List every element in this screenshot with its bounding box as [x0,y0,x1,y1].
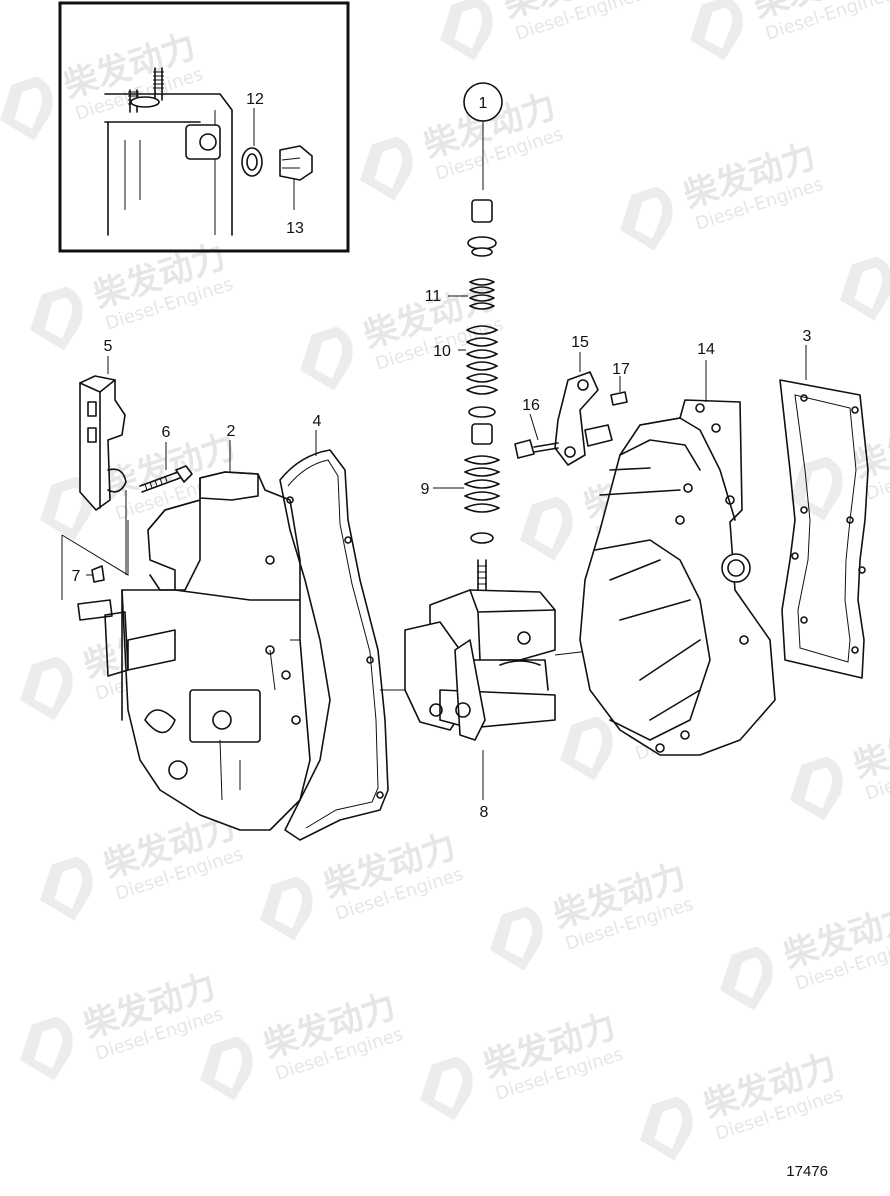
part-labels: 2 3 4 5 6 7 8 9 10 11 12 13 14 15 16 17 [72,91,812,821]
pin-part-7 [61,520,129,677]
label-8: 8 [480,804,489,821]
label-14: 14 [697,341,715,358]
watermark-logo-icon [20,1016,73,1081]
watermark-logo-icon [720,946,773,1011]
label-11: 11 [425,288,442,305]
watermark-text-cn: 柴发动力 [849,706,890,786]
label-15: 15 [571,334,589,351]
watermark-logo-icon [560,716,613,781]
watermark-logo-icon [790,456,843,521]
watermark-logo-icon [520,496,573,561]
watermark-logo-icon [640,1096,693,1161]
inset-detail [58,1,350,253]
label-4: 4 [313,413,322,430]
label-9: 9 [421,481,430,498]
watermark-logo-icon [360,136,413,201]
watermark-logo-icon [40,476,93,541]
label-2: 2 [227,423,236,440]
label-6: 6 [162,424,171,441]
watermark-logo-icon [690,0,743,61]
callout-circle: 1 [463,82,503,190]
watermark-logo-icon [20,656,73,721]
label-7: 7 [72,568,81,585]
watermark-logo-icon [420,1056,473,1121]
watermark-logo-icon [300,326,353,391]
watermark-logo-icon [200,1036,253,1101]
watermark-logo-icon [440,0,493,61]
label-10: 10 [433,343,451,360]
watermark-logo-icon [490,906,543,971]
watermark-logo-icon [40,856,93,921]
gasket-left [279,430,389,841]
watermark-logo-icon [790,756,843,821]
label-12: 12 [246,91,264,108]
figure-number: 17476 [786,1163,828,1180]
label-3: 3 [803,328,812,345]
gasket-right [779,345,869,679]
governor-housing-right [579,360,776,756]
label-13: 13 [286,220,304,237]
watermark-logo-icon [30,286,83,351]
governor-housing-left [121,440,311,831]
watermark-logo-icon [0,76,53,141]
lever-assembly [514,352,628,466]
watermark-logo-icon [260,876,313,941]
watermark-logo-icon [620,186,673,251]
watermark-layer: 柴发动力Diesel-Engines柴发动力Diesel-Engines柴发动力… [0,0,890,1161]
bolt-part-6 [139,442,193,493]
label-16: 16 [522,397,540,414]
flyweight-assembly [380,589,641,800]
watermark-logo-icon [840,256,890,321]
label-5: 5 [104,338,113,355]
spring-stack [433,199,500,601]
label-17: 17 [612,361,630,378]
callout-main-label: 1 [479,95,488,112]
bracket-part [79,356,127,575]
